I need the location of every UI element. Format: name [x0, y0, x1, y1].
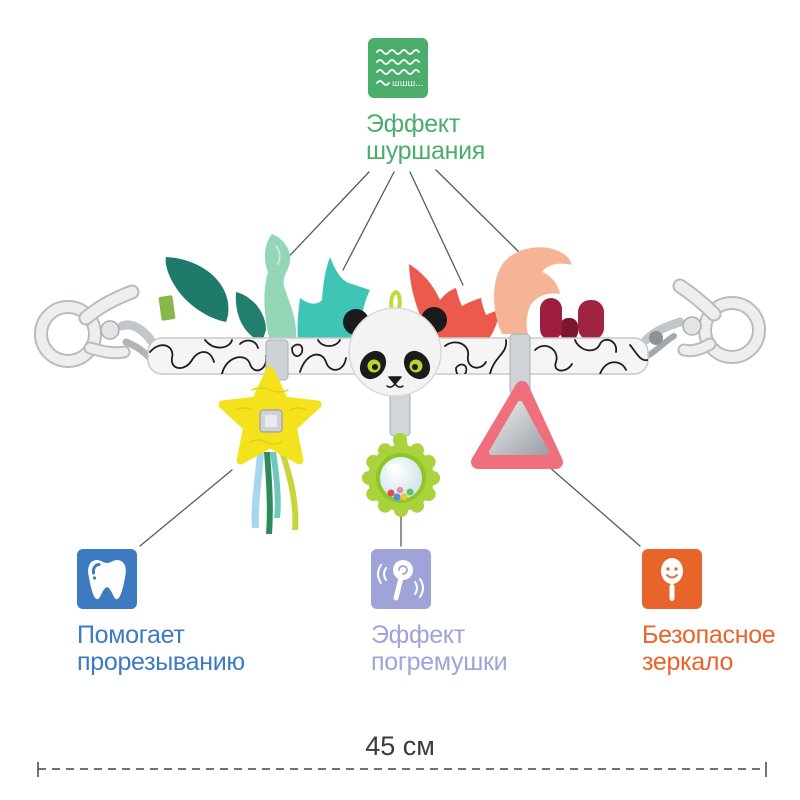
panda-mouth	[386, 383, 404, 388]
left-clip-jaw	[85, 343, 129, 358]
callout-lines	[139, 169, 641, 547]
panda-head	[343, 289, 447, 397]
mirror-label-line1: Безопасное	[642, 621, 776, 649]
left-clip-hinge	[100, 320, 120, 340]
right-clip-hinge	[682, 316, 702, 336]
dimension-label: 45 см	[365, 731, 435, 761]
ribbon-mint	[270, 452, 281, 518]
ribbon-yellow-green	[280, 455, 299, 530]
star-center-inner	[265, 415, 277, 427]
star-texture	[235, 387, 307, 445]
right-stroller-clip	[641, 278, 766, 364]
mirror-label-line2: зеркало	[642, 648, 734, 676]
rattle-label: Эффект погремушки	[371, 621, 508, 676]
teething-leader-line	[139, 469, 233, 547]
tooth-shine	[91, 563, 101, 575]
rattle-icon-swirl	[398, 565, 408, 575]
hand-mirror-icon	[642, 549, 702, 609]
tooth-shape	[88, 560, 126, 600]
mirror-icon-left-eye	[666, 567, 670, 571]
mirror-glass	[489, 401, 549, 455]
dark-teal-leaf	[165, 257, 229, 322]
rustle-icon-text: шшш...	[392, 79, 423, 89]
rattle-icon-handle	[393, 577, 403, 601]
rattle-icon-sound-marks	[377, 564, 424, 598]
rattle-ball-highlight	[387, 464, 399, 472]
rustle-icon-background	[368, 38, 428, 98]
mirror-icon-right-eye	[674, 567, 678, 571]
ribbon-dark-green	[264, 452, 273, 534]
tooth-icon	[77, 549, 137, 609]
right-clip-lever	[674, 280, 720, 320]
rattle-icon	[371, 549, 431, 609]
rattle-label-line2: погремушки	[371, 648, 508, 676]
rattle-icon-head	[393, 560, 413, 580]
mint-leaf-highlight	[275, 245, 281, 265]
panda-right-pupil	[412, 364, 418, 370]
right-clip-jaw	[679, 339, 715, 356]
rustle-label: Эффект шуршания	[366, 111, 485, 165]
burgundy-tab-right	[578, 300, 604, 340]
left-clip-ring	[36, 302, 100, 366]
ribbon-light-blue	[251, 452, 264, 528]
left-clip-strap	[117, 320, 157, 347]
mirror-icon-handle	[669, 584, 675, 601]
teething-label-line2: прорезыванию	[77, 648, 245, 676]
rustle-label-line1: Эффект	[366, 110, 460, 138]
mirror-label: Безопасное зеркало	[642, 621, 776, 676]
tooth-shine-dot	[92, 576, 97, 580]
safety-mirror	[471, 381, 563, 469]
mirror-icon-smile	[666, 574, 678, 579]
rustle-leader-line-3	[409, 171, 464, 286]
fabric-bar-pattern	[149, 338, 648, 374]
mirror-icon-glass	[661, 558, 683, 584]
rustle-leader-line-1	[277, 171, 370, 269]
rattle-neck	[389, 391, 411, 437]
star-teether	[218, 366, 322, 534]
rattle-label-line1: Эффект	[371, 621, 465, 649]
mint-leaf	[264, 234, 297, 342]
rustle-label-line2: шуршания	[366, 137, 486, 165]
right-clip-ring	[700, 298, 764, 362]
left-stroller-clip	[34, 284, 157, 368]
rustle-leader-line-4	[435, 169, 524, 257]
peach-leaf	[494, 247, 572, 334]
panda-left-pupil	[372, 364, 378, 370]
burgundy-tab-back	[560, 318, 578, 340]
teething-label: Помогает прорезыванию	[77, 622, 245, 676]
fabric-tag	[158, 295, 176, 321]
rattle-beads	[387, 486, 414, 501]
burgundy-tab-left	[540, 298, 562, 340]
rustle-wave-lines	[376, 49, 420, 86]
right-clip-strap	[641, 317, 685, 345]
panda-nose	[388, 376, 402, 385]
teething-label-line1: Помогает	[77, 621, 185, 649]
panda-loop	[389, 289, 402, 314]
dimension-line	[37, 762, 767, 777]
rattle	[362, 391, 440, 517]
dark-green-leaf	[235, 292, 266, 342]
right-clip-knot	[649, 331, 663, 345]
left-clip-lever	[80, 286, 138, 324]
rustle-leader-line-2	[342, 171, 395, 271]
rustle-waves-icon: шшш...	[368, 38, 428, 98]
mirror-leader-line	[547, 465, 641, 547]
